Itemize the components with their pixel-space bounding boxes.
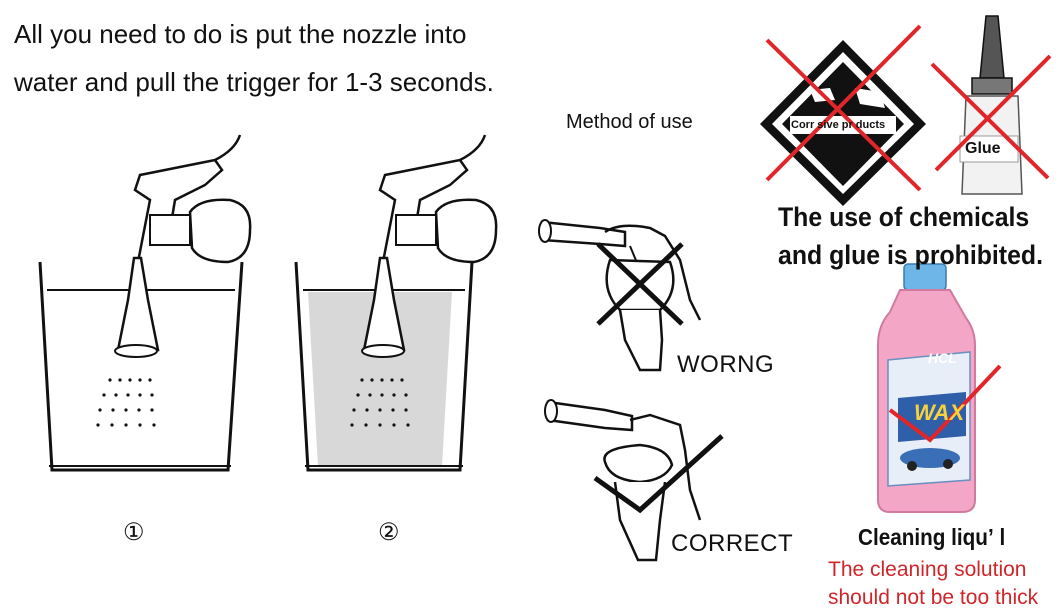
step-number-2: ② [378, 518, 400, 546]
bucket-2-water [308, 292, 452, 466]
glue-label: Glue [965, 140, 1001, 157]
corrosive-label: Corr sive pr ducts [791, 119, 886, 131]
wrong-cross-2 [596, 242, 684, 326]
bottle-product-text: WAX [914, 400, 965, 425]
wrong-label: WORNG [677, 351, 775, 378]
intro-line-2: water and pull the trigger for 1-3 secon… [14, 67, 494, 97]
correct-bottle [603, 443, 674, 484]
corrosive-cross-1 [765, 38, 922, 192]
method-of-use-title: Method of use [566, 111, 693, 133]
bucket-1-outline [38, 261, 244, 472]
glue-bottle-sign [930, 15, 1052, 195]
step-2-illustration [294, 134, 498, 472]
glue-cross-1 [930, 62, 1050, 180]
corrosive-hazard-sign [760, 24, 926, 206]
bubbles-2 [350, 378, 410, 427]
gun-2-bottle [434, 198, 498, 264]
cleaning-liquid-bottle [877, 263, 1002, 513]
wrong-usage-illustration [538, 219, 702, 372]
corrosive-cross-2 [765, 24, 922, 182]
gun-1-bottle [188, 198, 252, 264]
glue-cross-2 [934, 54, 1052, 172]
liquid-check [888, 364, 1002, 443]
bubbles-1 [96, 378, 156, 427]
prohibition-warning: The use of chemicals and glue is prohibi… [778, 198, 1043, 274]
note-line-1: The cleaning solution [828, 558, 1027, 581]
note-line-2: should not be too thick [828, 586, 1039, 609]
step-number-1: ① [123, 518, 145, 546]
correct-usage-illustration [544, 399, 724, 562]
gun-1-nozzle [116, 256, 160, 352]
gun-1-hose [214, 134, 242, 162]
gun-2-hose [459, 134, 487, 162]
prohibition-line-1: The use of chemicals [778, 202, 1030, 232]
intro-line-1: All you need to do is put the nozzle int… [14, 19, 467, 49]
prohibition-line-2: and glue is prohibited. [778, 240, 1043, 270]
cleaning-liquid-title: Cleaning liquʼ l [858, 524, 1006, 550]
correct-label: CORRECT [671, 530, 794, 557]
correct-check [593, 434, 724, 514]
bottle-brand: HCL [928, 350, 957, 366]
step-1-illustration [38, 134, 252, 472]
intro-text: All you need to do is put the nozzle int… [14, 10, 614, 106]
bucket-2-outline [294, 261, 474, 472]
cleaning-liquid-note: The cleaning solution should not be too … [828, 556, 1038, 612]
